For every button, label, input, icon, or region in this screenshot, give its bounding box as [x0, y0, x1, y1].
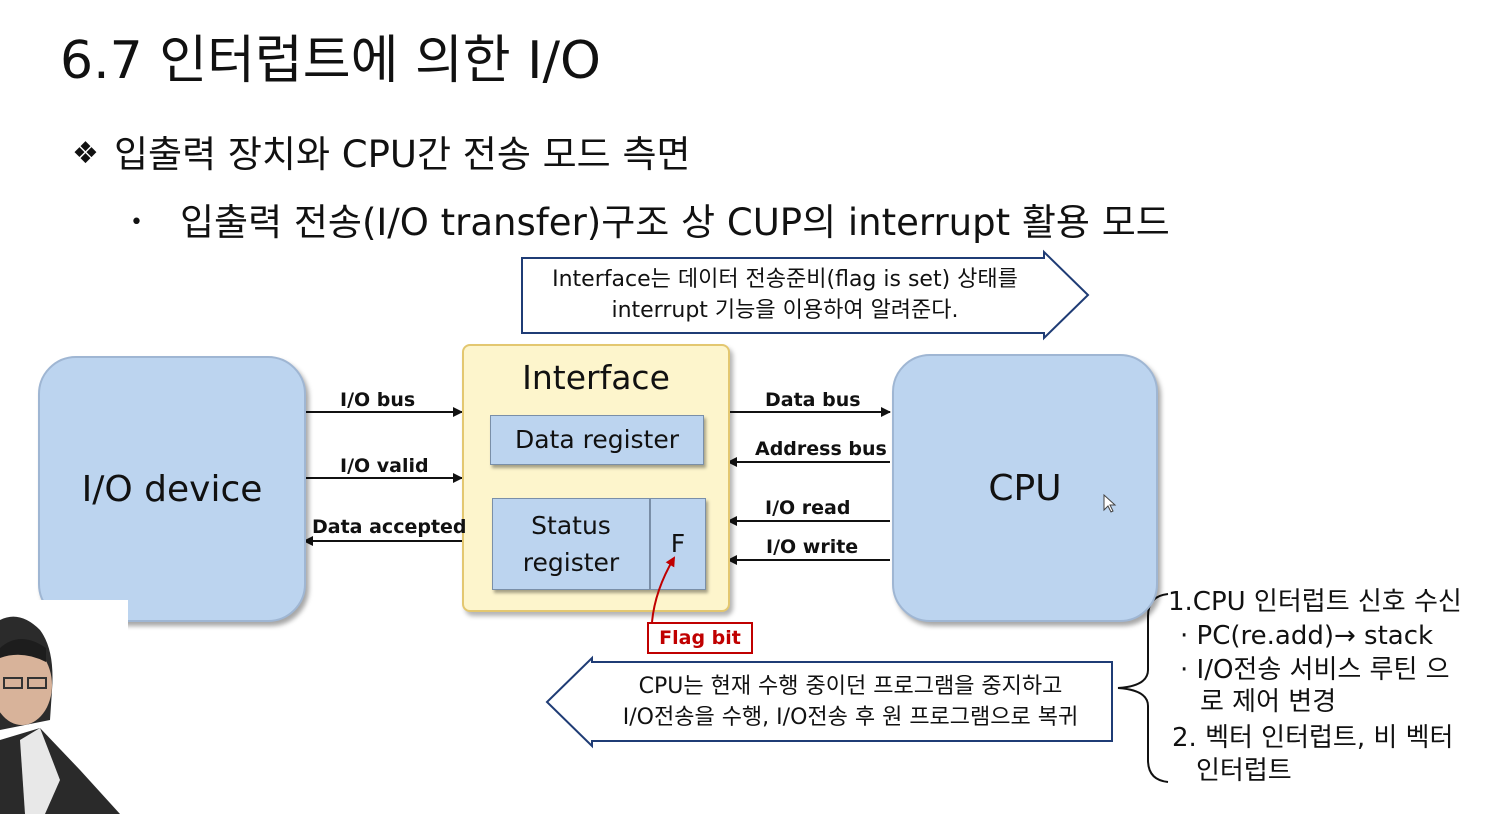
- side-note-1: 1.CPU 인터럽트 신호 수신: [1168, 587, 1462, 617]
- address-bus-label: Address bus: [755, 438, 887, 460]
- status-register-line-2: register: [522, 548, 620, 577]
- data-bus-label: Data bus: [765, 389, 861, 411]
- side-note-5: 2. 벡터 인터럽트, 비 벡터: [1172, 723, 1454, 753]
- flag-cell: F: [650, 498, 706, 590]
- side-note-2: · PC(re.add)→ stack: [1180, 621, 1434, 651]
- slide-title: 6.7 인터럽트에 의한 I/O: [60, 31, 601, 91]
- top-callout-text: Interface는 데이터 전송준비(flag is set) 상태를 int…: [530, 264, 1040, 326]
- bottom-callout-line-2: I/O전송을 수행, I/O전송 후 원 프로그램으로 복귀: [622, 705, 1079, 730]
- mouse-cursor-icon: [1103, 494, 1117, 513]
- bullet-2: • 입출력 전송(I/O transfer)구조 상 CUP의 interrupt…: [130, 192, 1170, 246]
- cpu-label: CPU: [988, 467, 1062, 509]
- data-accepted-label: Data accepted: [312, 516, 467, 538]
- io-write-label: I/O write: [766, 536, 859, 558]
- presenter-video-thumbnail: [0, 600, 128, 814]
- status-register-line-1: Status: [531, 510, 611, 540]
- bullet-1-text: 입출력 장치와 CPU간 전송 모드 측면: [114, 133, 691, 176]
- side-note-4: 로 제어 변경: [1200, 687, 1337, 717]
- status-register: Status register: [492, 498, 650, 590]
- top-callout-arrow: [521, 249, 1090, 341]
- dot-bullet-icon: •: [130, 210, 143, 235]
- io-device-label: I/O device: [81, 468, 263, 510]
- bottom-callout-line-1: CPU는 현재 수행 중이던 프로그램을 중지하고: [638, 674, 1063, 699]
- bottom-callout-arrow: [545, 655, 1113, 749]
- top-callout-line-2: interrupt 기능을 이용하여 알려준다.: [611, 298, 959, 323]
- data-register-label: Data register: [514, 425, 680, 455]
- flag-bit-label: Flag bit: [647, 622, 753, 654]
- bottom-callout-text: CPU는 현재 수행 중이던 프로그램을 중지하고 I/O전송을 수행, I/O…: [598, 671, 1103, 733]
- top-callout-line-1: Interface는 데이터 전송준비(flag is set) 상태를: [552, 267, 1018, 292]
- io-bus-label: I/O bus: [340, 389, 416, 411]
- cpu-box: CPU: [892, 354, 1158, 622]
- side-note-3: · I/O전송 서비스 루틴 으: [1180, 655, 1450, 685]
- flag-label: F: [670, 529, 686, 559]
- io-valid-label: I/O valid: [340, 455, 429, 477]
- bullet-2-text: 입출력 전송(I/O transfer)구조 상 CUP의 interrupt …: [180, 201, 1170, 244]
- diamond-bullet-icon: ❖: [72, 136, 99, 171]
- side-note-6: 인터럽트: [1196, 756, 1292, 786]
- io-read-label: I/O read: [765, 497, 851, 519]
- interface-title: Interface: [522, 358, 670, 397]
- data-register: Data register: [490, 415, 704, 465]
- bullet-1: ❖ 입출력 장치와 CPU간 전송 모드 측면: [72, 124, 691, 178]
- io-device-box: I/O device: [38, 356, 306, 622]
